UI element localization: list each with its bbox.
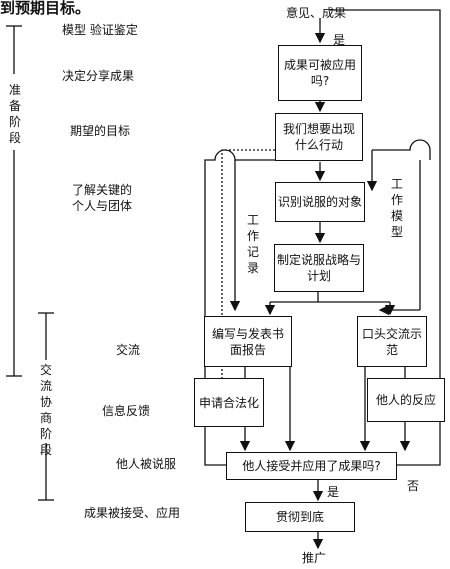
- step-label-persuaded: 他人被说服: [116, 457, 177, 471]
- step-label-goal: 期望的目标: [70, 124, 131, 138]
- step-label-share: 决定分享成果: [62, 69, 135, 83]
- phase-comm-label: 交流协商阶段: [39, 363, 52, 457]
- no-label: 否: [407, 479, 420, 493]
- box-desired-action: 我们想要出现什么行动: [275, 113, 363, 161]
- box-oral-demo: 口头交流示范: [357, 316, 427, 367]
- step-label-feedback: 信息反馈: [102, 404, 151, 418]
- box-legalization: 申请合法化: [194, 378, 264, 427]
- side-label-work-model: 工作模型: [390, 177, 403, 239]
- box-follow-through: 贯彻到底: [245, 502, 355, 532]
- top-input: 意见、成果: [286, 6, 347, 20]
- yes-label-2: 是: [327, 485, 340, 499]
- box-others-accept: 他人接受并应用了成果吗?: [226, 452, 397, 480]
- side-label-work-record: 工作记录: [246, 213, 259, 275]
- header-text: 到预期目标。: [0, 0, 91, 17]
- box-applicable: 成果可被应用吗?: [278, 45, 362, 101]
- box-identify-targets: 识别说服的对象: [275, 182, 365, 222]
- phase-prep-label: 准备阶段: [8, 83, 21, 145]
- box-written-report: 编写与发表书面报告: [204, 316, 292, 367]
- step-label-model: 模型 验证鉴定: [62, 23, 138, 37]
- box-strategy-plan: 制定说服战略与计划: [274, 244, 364, 292]
- bottom-output: 推广: [302, 551, 327, 565]
- step-label-accepted: 成果被接受、应用: [84, 506, 181, 520]
- step-label-key: 了解关键的 个人与团体: [72, 183, 133, 213]
- step-label-exchange: 交流: [116, 343, 141, 357]
- box-others-reaction: 他人的反应: [367, 378, 445, 422]
- yes-label-1: 是: [333, 33, 346, 47]
